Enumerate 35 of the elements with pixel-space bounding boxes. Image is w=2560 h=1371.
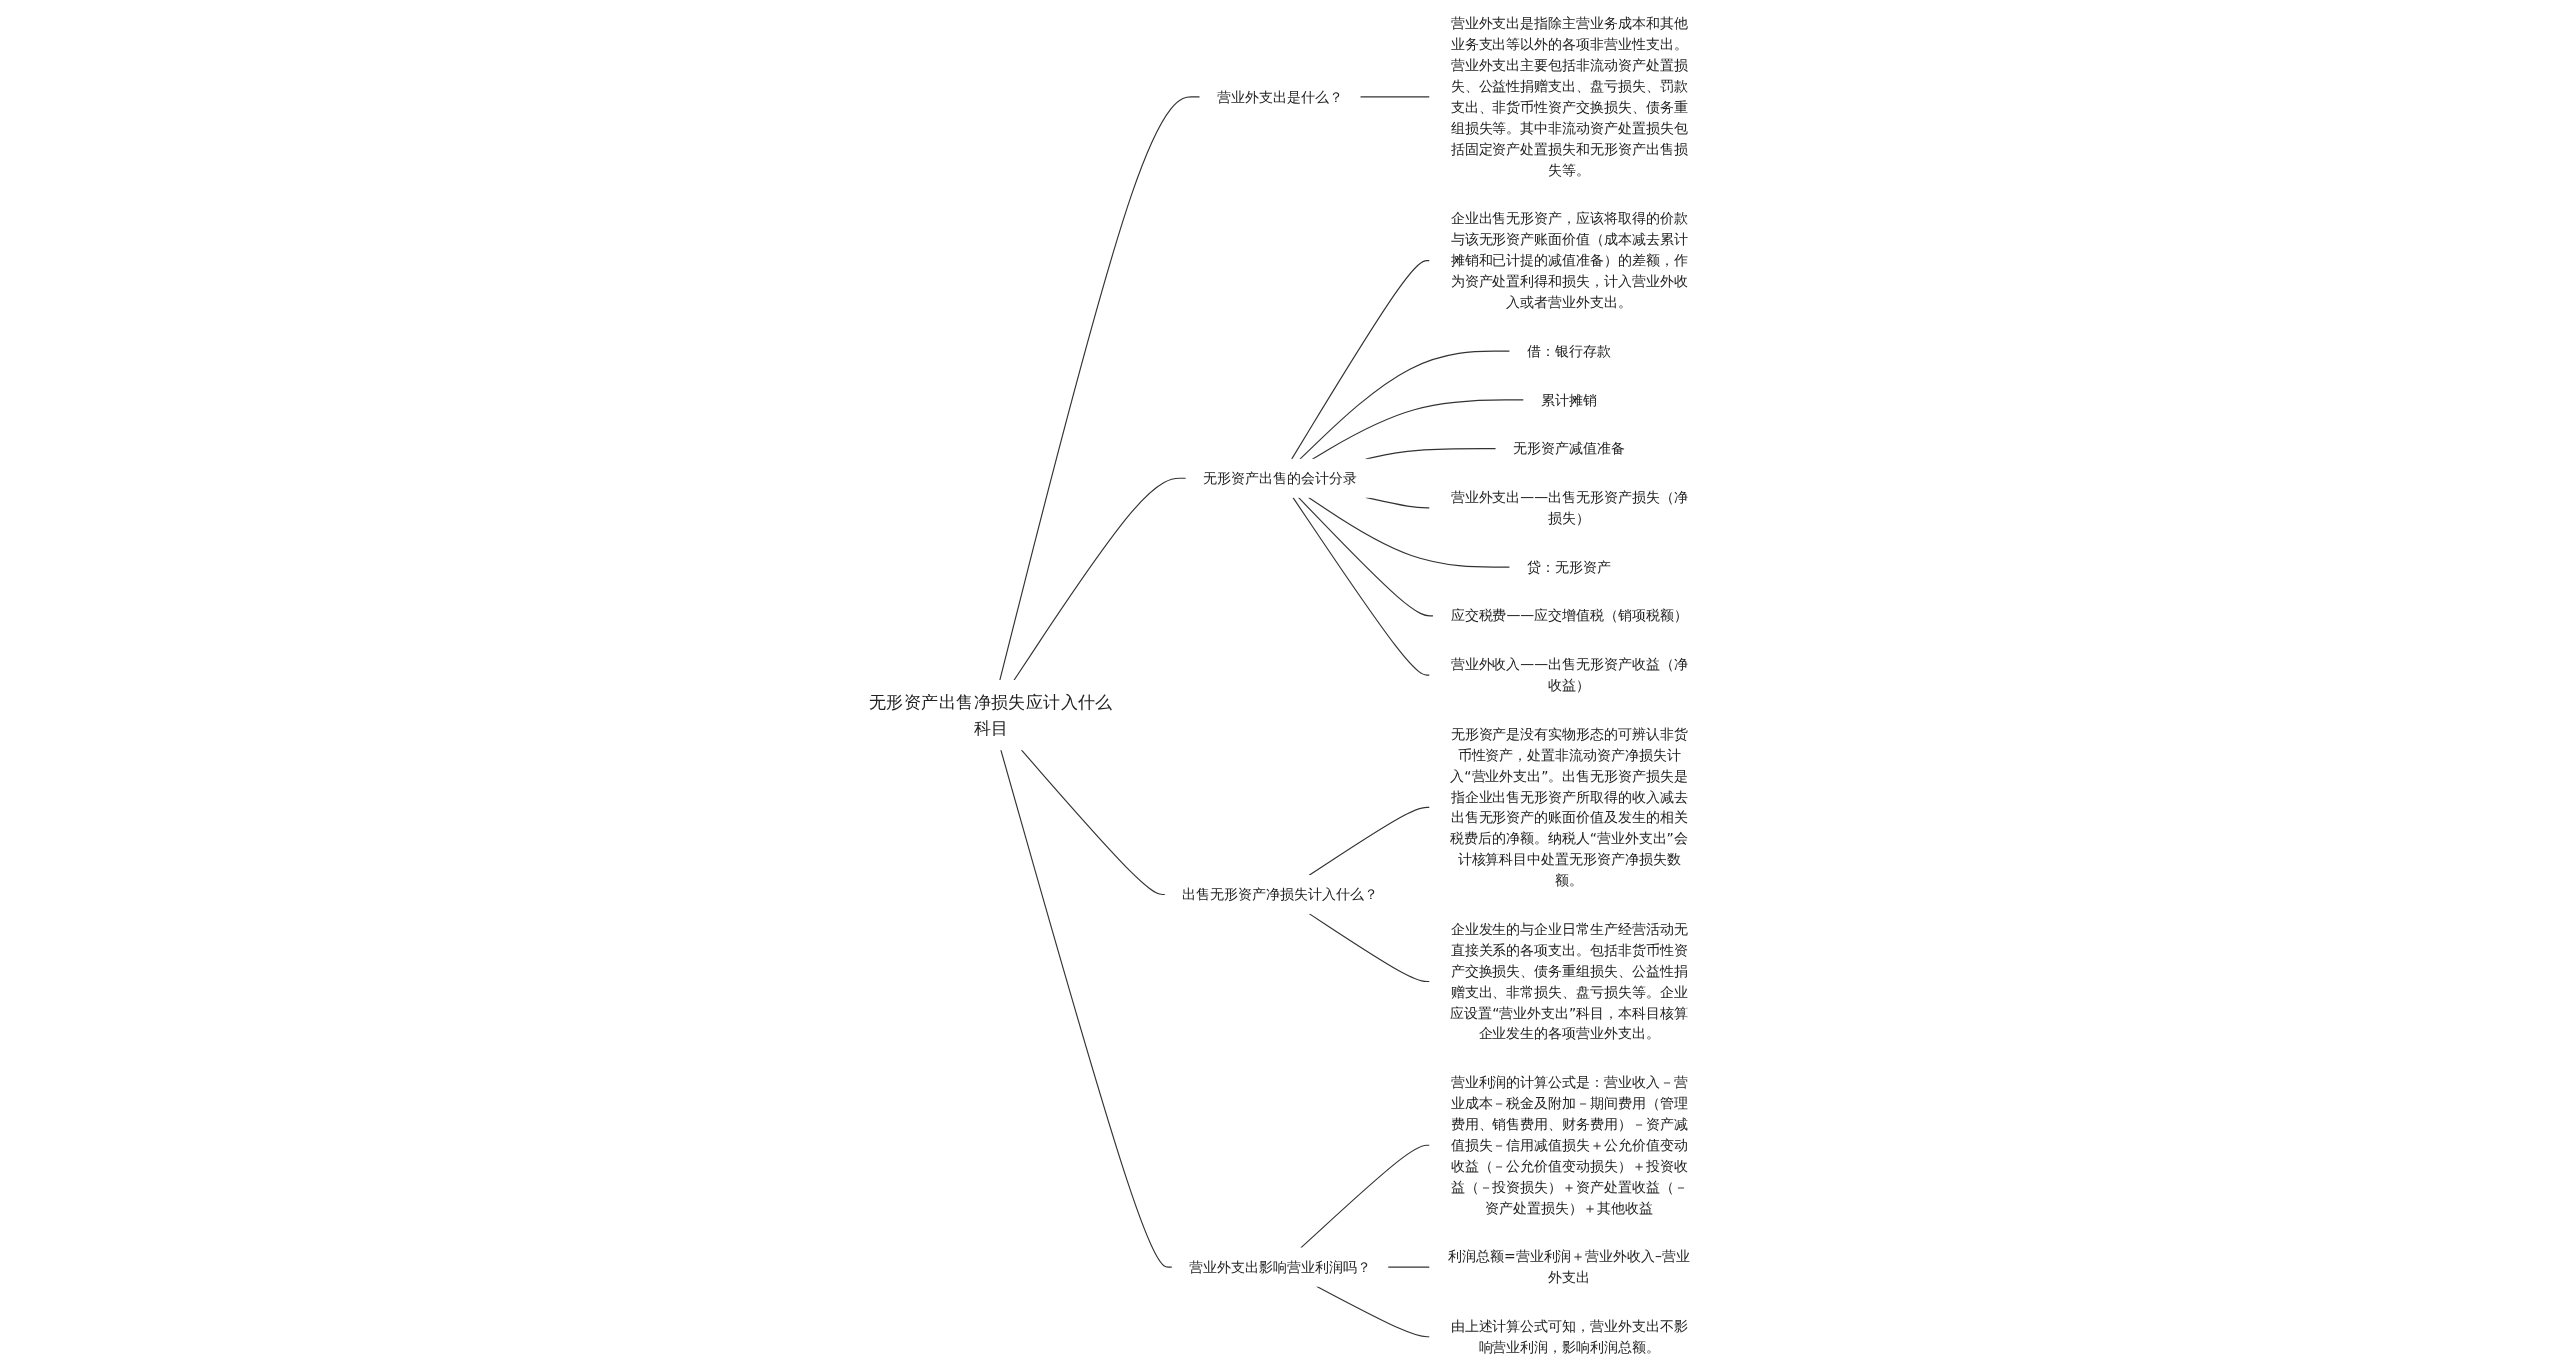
node-text: 无形资产减值准备: [1513, 440, 1625, 457]
node-text: 营业外支出是什么？: [1217, 88, 1343, 106]
node-text: 营业外支出——出售无形资产损失（净损失）: [1450, 489, 1688, 527]
node-text: 累计摊销: [1541, 391, 1597, 409]
connector: [1000, 749, 1173, 1268]
connector: [1359, 96, 1431, 98]
node-text: 无形资产是没有实物形态的可辨认非货币性资产，处置非流动资产净损失计入“营业外支出”。出售无形资产损失是指企业出售无形资产所取得的收入减去出售无形资产的账面价值及发生的相关税费后的净额。纳税人“营业外支出”会计核算科目中处置无形资产净损失数额。: [1450, 726, 1688, 889]
node-text: 利润总额=营业利润＋营业外收入–营业外支出: [1448, 1248, 1690, 1286]
node-text: 无形资产出售的会计分录: [1203, 470, 1357, 487]
connector: [1308, 806, 1431, 876]
node-text: 无形资产出售净损失应计入什么科目: [869, 691, 1113, 739]
connector: [1291, 260, 1431, 460]
connector: [1387, 1266, 1431, 1268]
node-text: 由上述计算公式可知，营业外支出不影响营业利润，影响利润总额。: [1450, 1318, 1688, 1356]
connector: [1308, 913, 1431, 983]
connector: [1307, 496, 1511, 568]
connector: [1297, 496, 1434, 617]
node-text: 营业外支出是指除主营业务成本和其他业务支出等以外的各项非营业性支出。营业外支出主要包括非流动资产处置损失、公益性捐赠支出、盘亏损失、罚款支出、非货币性资产交换损失、债务重组损失等。其中非流动资产处置损失包括固定资产处置损失和无形资产出售损失等。: [1450, 15, 1688, 179]
node-text: 贷：无形资产: [1527, 558, 1611, 576]
connector: [999, 96, 1201, 681]
connector: [1292, 496, 1431, 676]
node-text: 营业利润的计算公式是：营业收入－营业成本－税金及附加－期间费用（管理费用、销售费用、财务费用）－资产减值损失－信用减值损失＋公允价值变动收益（－公允价值变动损失）＋投资收益（－投资损失）＋资产处置收益（－资产处置损失）＋其他收益: [1450, 1074, 1688, 1217]
node-text: 营业外支出影响营业利润吗？: [1189, 1258, 1371, 1276]
connector: [1299, 350, 1511, 460]
connector: [1315, 1285, 1431, 1338]
node-text: 企业出售无形资产，应该将取得的价款与该无形资产账面价值（成本减去累计摊销和已计提的减值准备）的差额，作为资产处置利得和损失，计入营业外收入或者营业外支出。: [1450, 210, 1688, 311]
connector: [1020, 749, 1166, 896]
connector: [1300, 1144, 1431, 1249]
node-text: 借：银行存款: [1527, 343, 1611, 360]
node-text: 企业发生的与企业日常生产经营活动无直接关系的各项支出。包括非货币性资产交换损失、债务重组损失、公益性捐赠支出、非常损失、盘亏损失等。企业应设置“营业外支出”科目，本科目核算企业发生的各项营业外支出。: [1450, 921, 1688, 1042]
connector: [1311, 399, 1525, 460]
node-text: 应交税费——应交增值税（销项税额）: [1450, 607, 1688, 624]
node-text: 营业外收入——出售无形资产收益（净收益）: [1450, 656, 1688, 694]
connector: [1013, 477, 1187, 681]
node-text: 出售无形资产净损失计入什么？: [1182, 886, 1378, 903]
